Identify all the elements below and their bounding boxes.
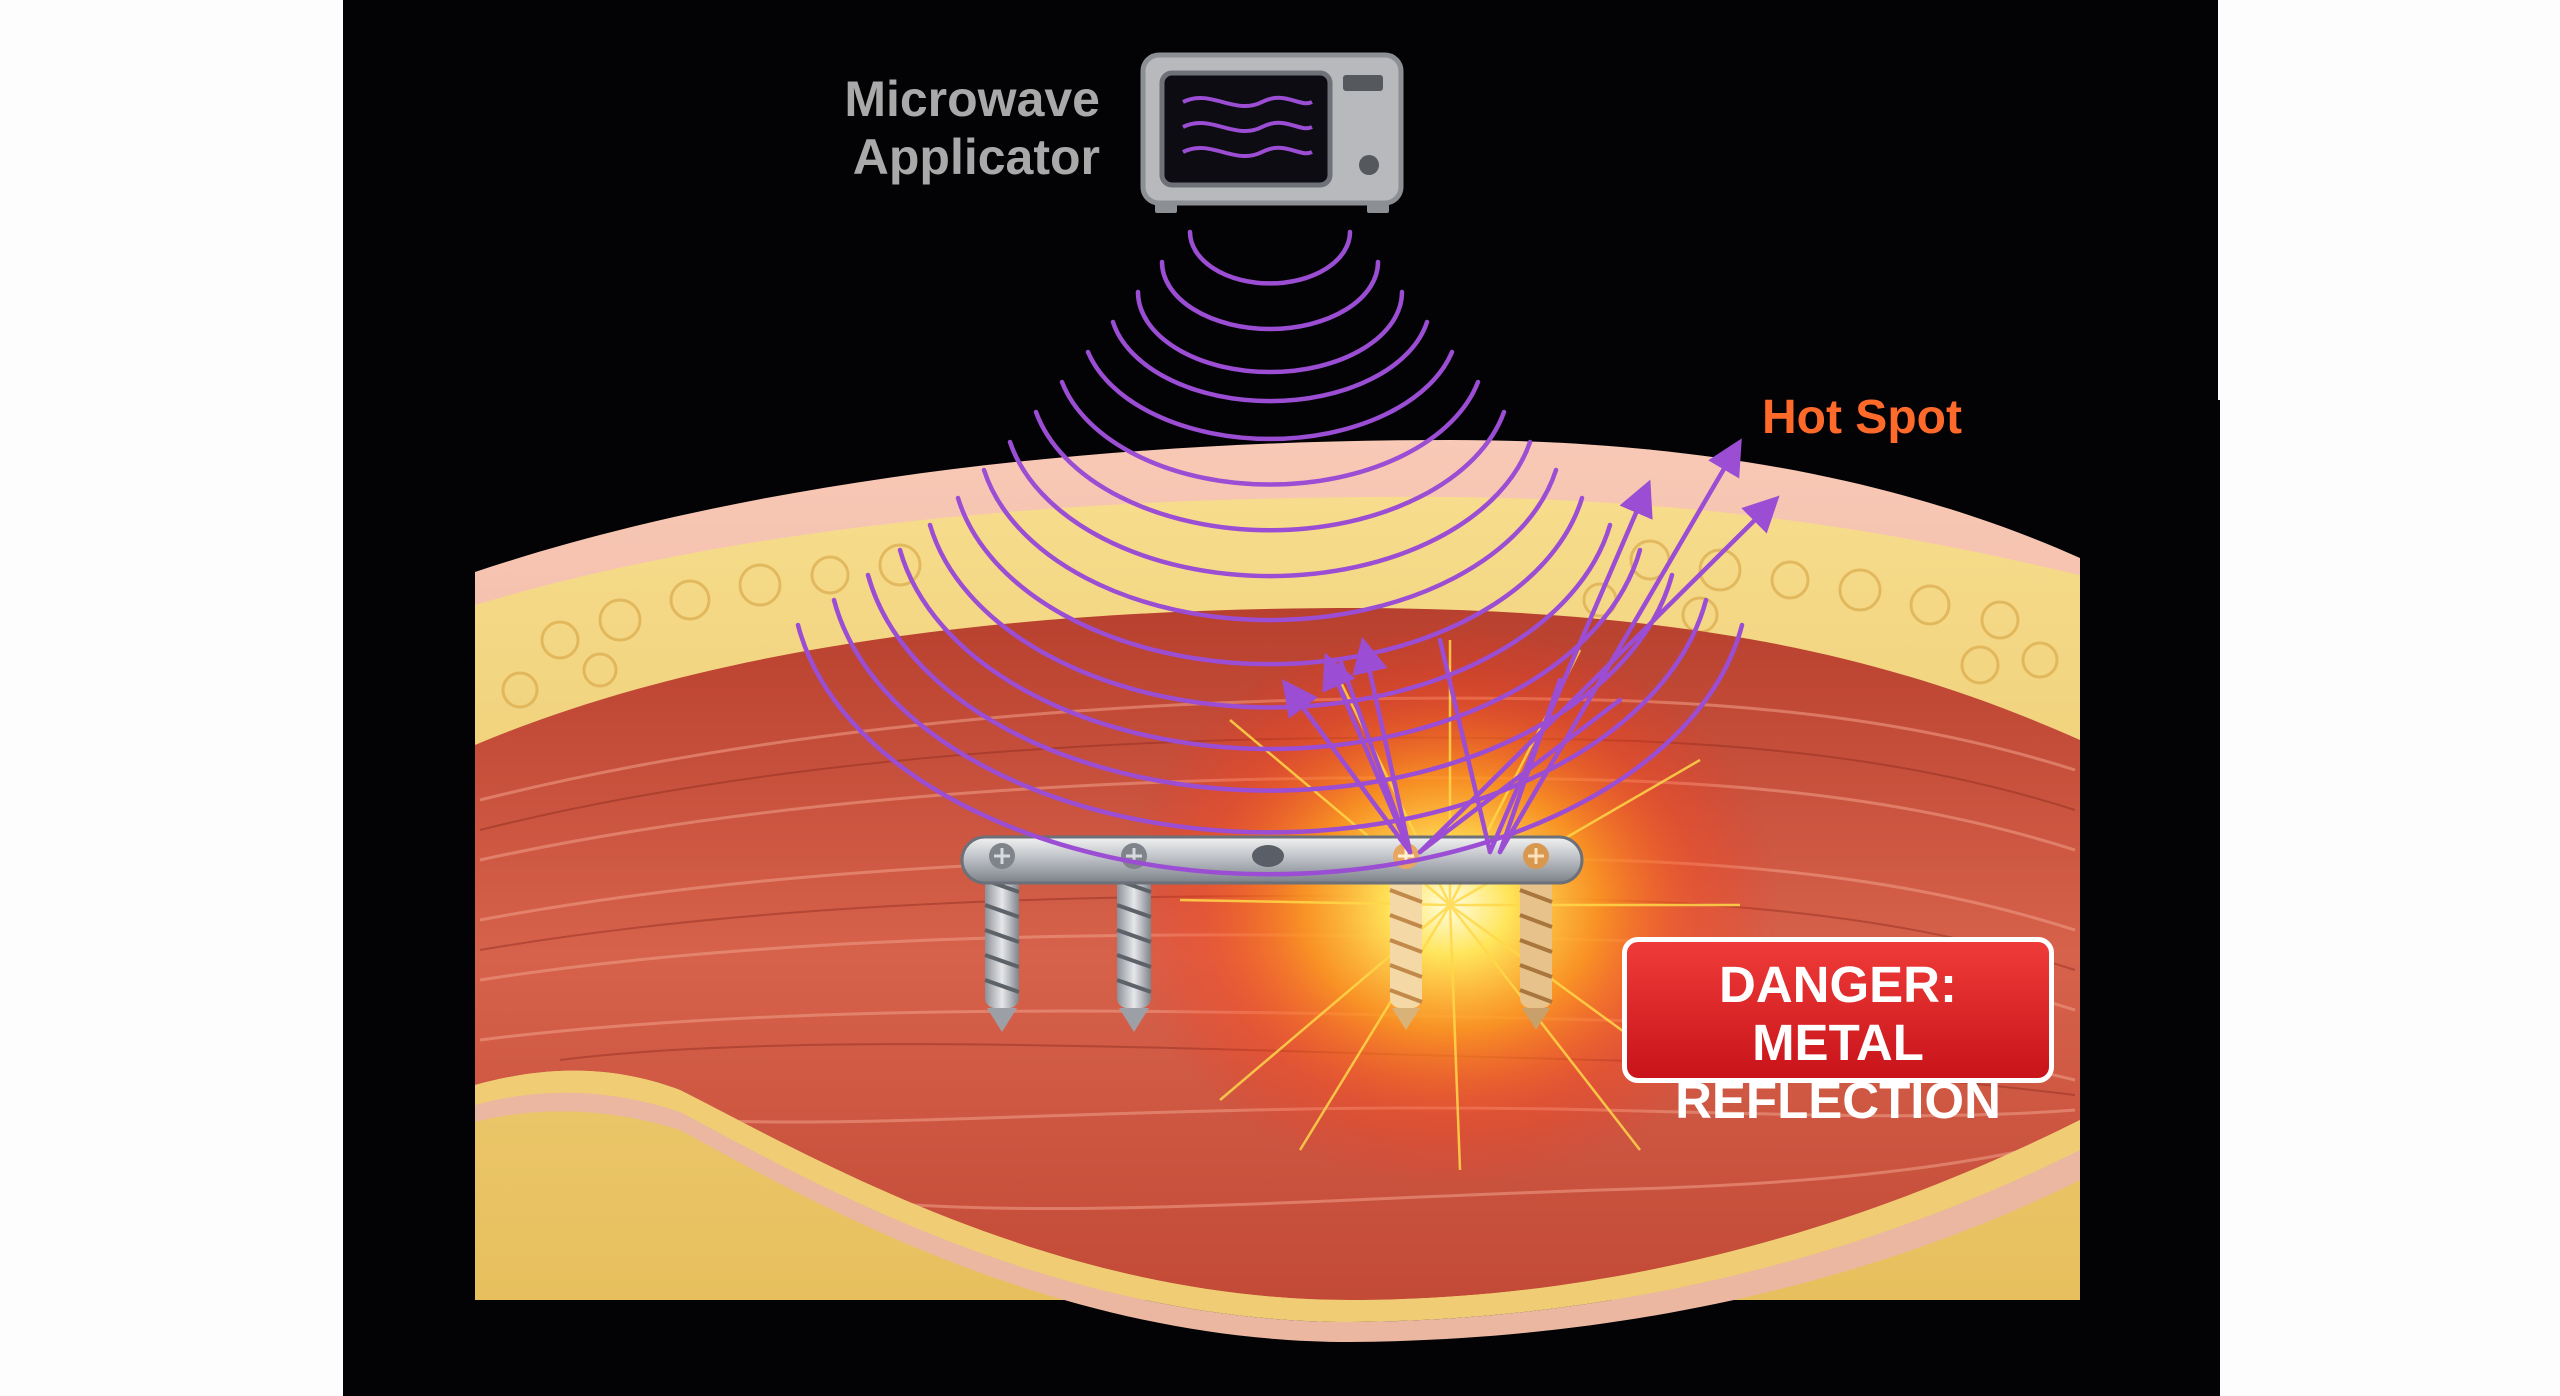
bone-screws xyxy=(984,858,1553,1032)
danger-warning-badge: DANGER: METAL REFLECTION xyxy=(1622,937,2054,1129)
hot-spot-label: Hot Spot xyxy=(1762,391,1962,444)
danger-line-1: DANGER: METAL xyxy=(1719,956,1957,1071)
fat-texture xyxy=(501,539,2059,709)
danger-line-2: REFLECTION xyxy=(1675,1072,2001,1129)
lower-fat-layer xyxy=(475,1070,2080,1322)
reflection-rays xyxy=(1281,438,1780,855)
microwave-oven-icon xyxy=(1140,52,1404,213)
microwave-emission-waves xyxy=(795,229,1745,877)
applicator-label: Microwave Applicator xyxy=(844,71,1100,185)
